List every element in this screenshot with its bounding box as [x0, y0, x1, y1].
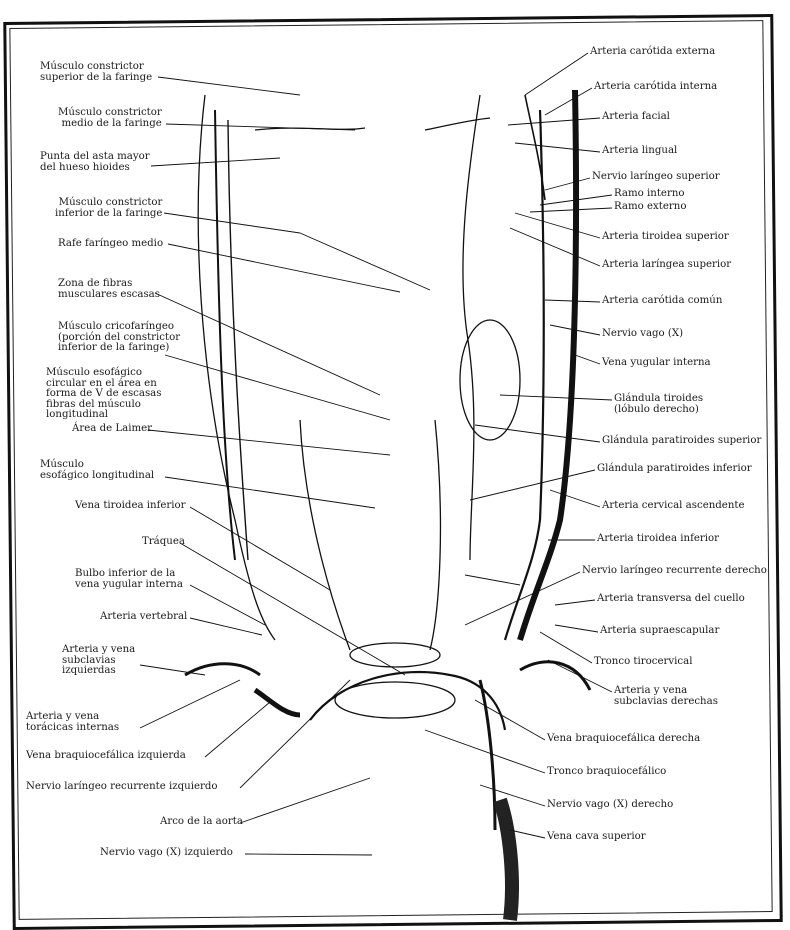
leader-l4b [300, 233, 430, 290]
label-musculo-constrictor-medio: Músculo constrictor medio de la faringe [58, 108, 162, 129]
leader-l14 [190, 618, 262, 635]
leader-r18 [465, 572, 580, 625]
leader-r3 [508, 118, 600, 125]
label-arteria-facial: Arteria facial [602, 112, 670, 123]
leader-r23 [475, 700, 545, 740]
leader-l5 [168, 244, 400, 292]
label-carotida-comun: Arteria carótida común [602, 296, 722, 307]
label-bulbo-inferior: Bulbo inferior de la vena yugular intern… [75, 569, 183, 590]
leader-l20 [245, 854, 372, 855]
label-tronco-tirocervical: Tronco tirocervical [594, 657, 692, 668]
leader-l4 [164, 213, 300, 233]
leader-l16 [140, 680, 240, 728]
label-glandula-tiroides: Glándula tiroides (lóbulo derecho) [614, 394, 703, 415]
label-laringea-superior: Arteria laríngea superior [602, 260, 731, 271]
label-subclavias-izquierdas: Arteria y vena subclavias izquierdas [62, 645, 135, 677]
label-vago-derecho: Nervio vago (X) derecho [547, 800, 673, 811]
label-area-laimer: Área de Laimer [72, 424, 152, 435]
label-tiroidea-superior: Arteria tiroidea superior [602, 232, 729, 243]
leader-r16 [550, 490, 600, 507]
label-toracicas-internas: Arteria y vena torácicas internas [26, 712, 119, 733]
label-nervio-vago: Nervio vago (X) [602, 329, 683, 340]
label-musculo-constrictor-inferior: Músculo constrictor inferior de la farin… [55, 198, 162, 219]
leader-l9 [148, 430, 390, 455]
common-carotid-artery [505, 110, 544, 640]
label-carotida-interna: Arteria carótida interna [594, 82, 717, 93]
leader-l12 [180, 543, 405, 675]
label-carotida-externa: Arteria carótida externa [590, 47, 715, 58]
label-cervical-ascendente: Arteria cervical ascendente [602, 501, 745, 512]
trachea-ring-2 [335, 682, 455, 718]
superior-vena-cava [500, 800, 512, 920]
label-transversa-cuello: Arteria transversa del cuello [597, 594, 745, 605]
label-tronco-braquiocefalico: Tronco braquiocefálico [547, 767, 666, 778]
label-ramo-interno: Ramo interno [614, 189, 685, 200]
label-paratiroides-inferior: Glándula paratiroides inferior [597, 464, 752, 475]
label-traquea: Tráquea [142, 537, 185, 548]
label-esofagico-circular: Músculo esofágico circular en el área en… [46, 368, 162, 421]
label-paratiroides-superior: Glándula paratiroides superior [602, 436, 761, 447]
leader-l11 [190, 507, 330, 590]
label-braquiocefalica-derecha: Vena braquiocefálica derecha [547, 734, 700, 745]
trachea-ring [350, 643, 440, 667]
label-punta-asta-mayor: Punta del asta mayor del hueso hioides [40, 152, 150, 173]
leader-l7 [165, 355, 390, 420]
leader-l17 [205, 702, 270, 757]
leader-r4 [515, 143, 600, 152]
left-vessel-2 [228, 120, 248, 560]
label-subclavias-derechas: Arteria y vena subclavias derechas [614, 686, 718, 707]
label-vena-cava-superior: Vena cava superior [547, 832, 646, 843]
pharynx-outline-right [463, 95, 480, 560]
leader-r24 [425, 730, 545, 773]
anatomy-drawing [185, 90, 590, 920]
esophagus-right [430, 420, 440, 650]
thyroid-lobe [460, 320, 520, 440]
leader-r5 [545, 178, 590, 190]
left-brachiocephalic-vein [255, 690, 300, 715]
label-supraescapular: Arteria supraescapular [600, 626, 719, 637]
label-yugular-interna: Vena yugular interna [602, 358, 711, 369]
leader-r21 [540, 632, 592, 663]
label-braquiocefalica-izquierda: Vena braquiocefálica izquierda [26, 751, 186, 762]
hyoid-horn-right [425, 118, 490, 130]
brachiocephalic-trunk [480, 680, 495, 830]
leader-r18b [465, 575, 520, 585]
label-tiroidea-inferior: Arteria tiroidea inferior [597, 534, 719, 545]
label-musculo-constrictor-superior: Músculo constrictor superior de la farin… [40, 62, 152, 83]
leader-r12 [575, 355, 600, 364]
leader-l10 [165, 477, 375, 508]
leader-r2 [545, 88, 592, 115]
label-laringeo-recurrente-derecho: Nervio laríngeo recurrente derecho [582, 566, 767, 577]
aortic-arch [310, 672, 505, 730]
label-arteria-vertebral: Arteria vertebral [100, 612, 187, 623]
leader-r19 [555, 600, 595, 605]
label-vago-izquierdo: Nervio vago (X) izquierdo [100, 848, 233, 859]
esophagus-left [300, 420, 350, 650]
left-vessel [215, 110, 235, 560]
label-laringeo-superior: Nervio laríngeo superior [592, 172, 720, 183]
label-cricofaringeo: Músculo cricofaríngeo (porción del const… [58, 322, 180, 354]
label-ramo-externo: Ramo externo [614, 202, 686, 213]
label-arco-aorta: Arco de la aorta [160, 817, 243, 828]
leader-r20 [555, 625, 598, 632]
leader-l19 [240, 778, 370, 823]
label-zona-fibras: Zona de fibras musculares escasas [58, 279, 160, 300]
leader-r8 [515, 213, 600, 238]
leader-r15 [470, 470, 595, 500]
leader-l1 [158, 77, 300, 95]
leader-l6 [155, 293, 380, 395]
leader-r13 [500, 395, 612, 400]
label-rafe-faringeo: Rafe faríngeo medio [58, 239, 163, 250]
leader-r25 [480, 785, 545, 806]
label-vena-tiroidea-inferior: Vena tiroidea inferior [75, 501, 186, 512]
leader-l13 [190, 585, 265, 625]
leader-r1 [525, 53, 588, 95]
label-laringeo-recurrente-izquierdo: Nervio laríngeo recurrente izquierdo [26, 782, 218, 793]
label-arteria-lingual: Arteria lingual [602, 146, 677, 157]
leader-l18 [240, 680, 350, 788]
internal-jugular-vein [520, 90, 576, 640]
label-esofagico-longitudinal: Músculo esofágico longitudinal [40, 460, 154, 481]
